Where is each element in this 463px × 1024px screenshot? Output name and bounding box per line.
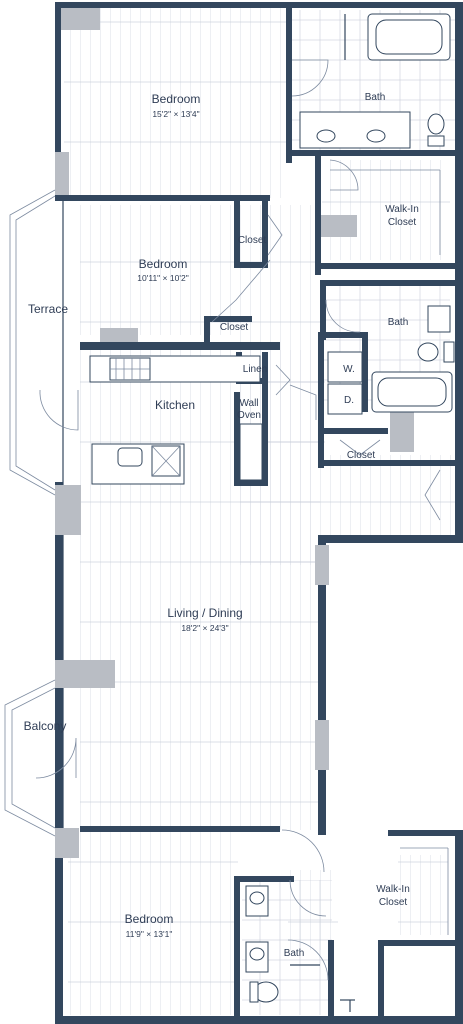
door-swings [211,59,441,981]
bedroom3-name: Bedroom [125,912,174,926]
closet-a-name: Closet [238,235,267,246]
dryer-name: D. [344,395,354,406]
bedroom1-name: Bedroom [152,92,201,106]
terrace-name: Terrace [28,302,68,316]
bedroom1-dims: 15'2" × 13'4" [152,109,199,119]
exterior-outlines [4,189,79,837]
wall-oven-line1: Wall [239,398,258,409]
walkin1-line2: Closet [388,217,417,228]
wall-oven-line2: Oven [237,410,261,421]
floor-areas [64,8,460,1015]
walkin2-line1: Walk-In [376,884,410,895]
walkin1-line1: Walk-In [385,204,419,215]
linen-name: Linen [243,364,267,375]
bedroom2-name: Bedroom [139,257,188,271]
balcony-name: Balcony [24,719,67,733]
bedroom2-dims: 10'11" × 10'2" [137,273,188,283]
bath3-name: Bath [284,948,305,959]
laundry [327,351,363,415]
walkin2-line2: Closet [379,897,408,908]
kitchen-fixtures [89,355,263,485]
closet-c-name: Closet [347,450,376,461]
living-name: Living / Dining [167,606,242,620]
closet-b-name: Closet [220,322,249,333]
kitchen-name: Kitchen [155,398,195,412]
bath1-name: Bath [365,92,386,103]
bath2-fixtures [371,305,455,413]
bath2-name: Bath [388,317,409,328]
bath3-fixtures [245,885,355,1012]
closet-rods [330,169,449,935]
bath1-fixtures [299,13,451,149]
bedroom3-dims: 11'9" × 13'1" [126,929,173,939]
living-dims: 18'2" × 24'3" [181,623,228,633]
washer-name: W. [343,364,355,375]
